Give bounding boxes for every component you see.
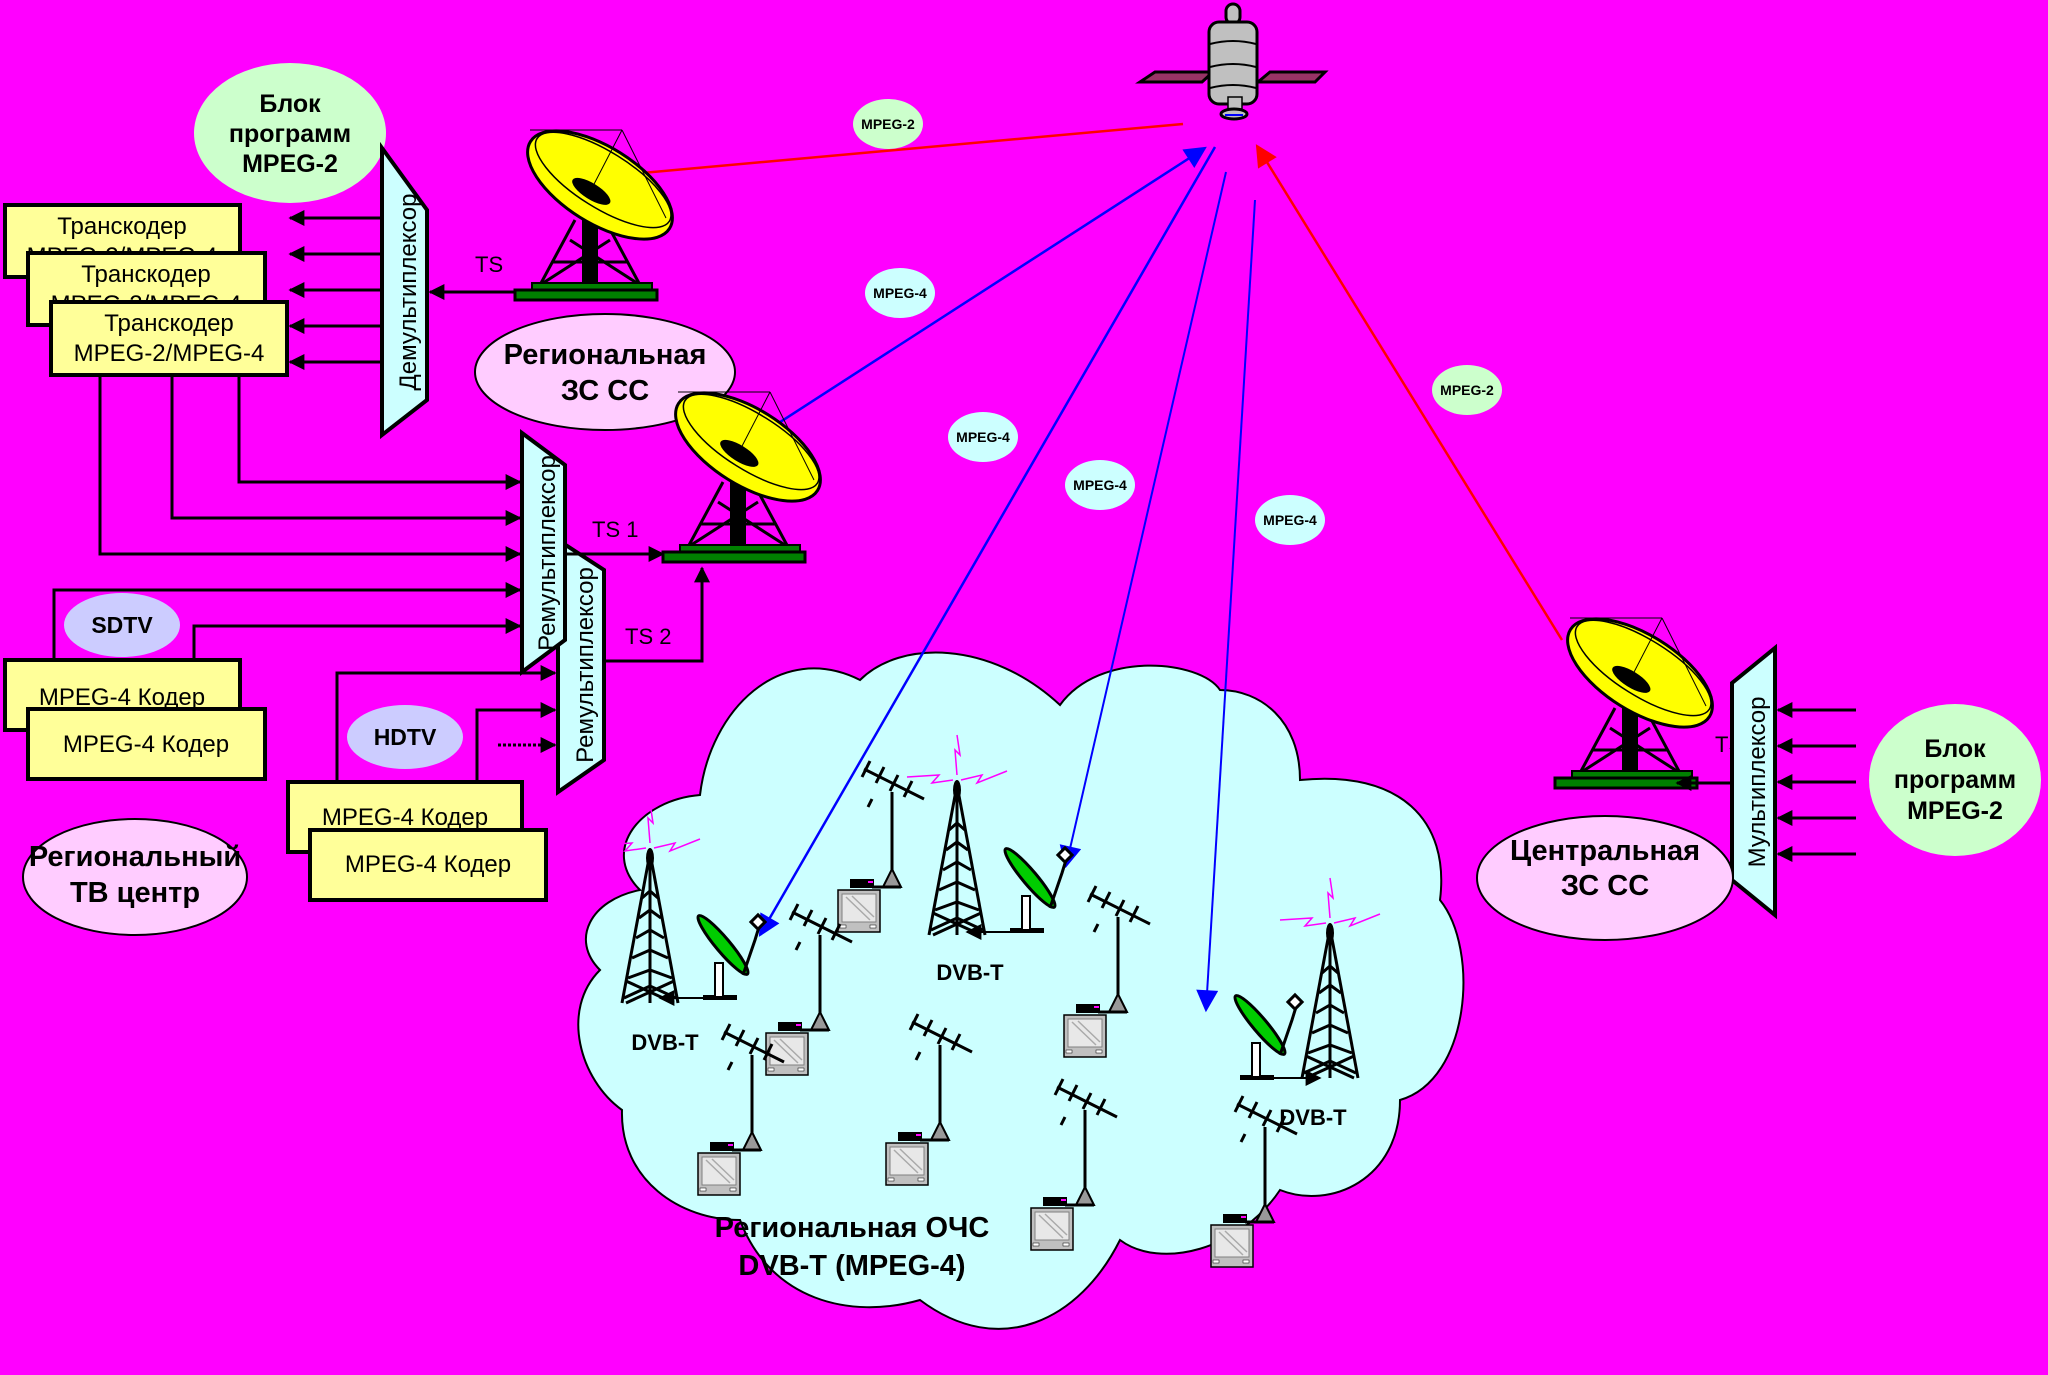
svg-text:SDTV: SDTV	[91, 612, 153, 638]
central-dish-icon	[1548, 595, 1732, 790]
svg-text:MPEG-4 Кодер: MPEG-4 Кодер	[322, 804, 488, 831]
link-label-mpeg2-top: MPEG-2	[853, 99, 923, 149]
link-central-to-sat	[1255, 144, 1564, 641]
link-label-mpeg4-3: MPEG-4	[1255, 495, 1325, 545]
svg-text:MPEG-4 Кодер: MPEG-4 Кодер	[39, 684, 205, 711]
svg-text:Блок: Блок	[259, 90, 321, 118]
svg-text:HDTV: HDTV	[374, 724, 437, 750]
dvbt-label-2: DVB-T	[936, 960, 1004, 985]
svg-text:ТВ центр: ТВ центр	[70, 877, 200, 909]
link-label-mpeg4-uplink: MPEG-4	[865, 268, 935, 318]
link-sat-to-dvbt-3	[1196, 199, 1256, 1013]
network-label-line1: Региональная ОЧС	[715, 1212, 990, 1244]
link-label-mpeg4-2: MPEG-4	[1065, 460, 1135, 510]
network-label-line2: DVB-T (MPEG-4)	[738, 1250, 965, 1282]
link-label-mpeg4-1: MPEG-4	[948, 412, 1018, 462]
svg-text:MPEG-2: MPEG-2	[1907, 797, 2003, 825]
svg-text:ЗС СС: ЗС СС	[561, 375, 649, 407]
link-regional-uplink	[759, 146, 1207, 437]
svg-text:ЗС СС: ЗС СС	[1561, 870, 1649, 902]
transcoder-3: Транскодер MPEG-2/MPEG-4	[49, 300, 289, 377]
ts2-line	[604, 566, 710, 663]
program-block-mpeg2-central: Блок программ MPEG-2	[1869, 704, 2041, 856]
hdtv-label: HDTV	[347, 705, 463, 769]
link-label-mpeg2-central: MPEG-2	[1432, 365, 1502, 415]
svg-text:Транскодер: Транскодер	[57, 213, 187, 240]
remultiplexer-1: Ремультиплексор	[520, 429, 567, 676]
svg-text:MPEG-2: MPEG-2	[242, 150, 338, 178]
ts2-label: TS 2	[625, 624, 671, 649]
svg-text:Региональный: Региональный	[29, 841, 241, 873]
svg-text:Региональная: Региональная	[504, 339, 707, 371]
svg-text:Ремультиплексор: Ремультиплексор	[534, 455, 561, 651]
regional-tv-center-label: Региональный ТВ центр	[22, 818, 248, 936]
svg-text:Центральная: Центральная	[1510, 835, 1700, 867]
central-earth-station-label: Центральная ЗС СС	[1476, 815, 1734, 941]
link-sat-to-regional	[617, 122, 1184, 185]
ts1-label: TS 1	[592, 517, 638, 542]
ts-label-regional: TS	[475, 252, 503, 277]
svg-text:Блок: Блок	[1924, 735, 1986, 763]
svg-text:MPEG-4: MPEG-4	[873, 285, 927, 301]
regional-receive-dish-icon	[508, 107, 692, 302]
link-sat-to-dvbt-1	[758, 146, 1217, 937]
svg-text:MPEG-4: MPEG-4	[956, 429, 1010, 445]
sdtv-label: SDTV	[64, 593, 180, 657]
svg-text:Мультиплексор: Мультиплексор	[1744, 697, 1771, 868]
hdtv-coder-2: MPEG-4 Кодер	[308, 828, 548, 902]
program-block-mpeg2-regional: Блок программ MPEG-2	[194, 63, 386, 203]
svg-text:Транскодер: Транскодер	[81, 261, 211, 288]
demultiplexer: Демультиплексор	[380, 141, 429, 440]
svg-text:MPEG-4 Кодер: MPEG-4 Кодер	[345, 851, 511, 878]
svg-text:MPEG-2/MPEG-4: MPEG-2/MPEG-4	[74, 340, 265, 367]
satellite-icon	[1135, 2, 1329, 121]
dvbt-label-1: DVB-T	[631, 1030, 699, 1055]
svg-text:Демультиплексор: Демультиплексор	[395, 194, 422, 391]
svg-text:программ: программ	[1894, 766, 2016, 794]
remultiplexer-2: Ремультиплексор	[556, 536, 606, 796]
svg-text:Транскодер: Транскодер	[104, 310, 234, 337]
svg-text:MPEG-4 Кодер: MPEG-4 Кодер	[63, 731, 229, 758]
demux-outputs	[288, 210, 382, 370]
regional-earth-station-label: Региональная ЗС СС	[474, 313, 736, 431]
dvbt-network-cloud	[577, 651, 1465, 1330]
multiplexer: Мультиплексор	[1730, 643, 1777, 920]
link-sat-to-dvbt-2	[1059, 171, 1227, 869]
dvbt-label-3: DVB-T	[1279, 1105, 1347, 1130]
regional-uplink-dish-icon	[656, 369, 840, 564]
sdtv-coder-2: MPEG-4 Кодер	[26, 707, 267, 781]
svg-text:Ремультиплексор: Ремультиплексор	[572, 567, 599, 763]
svg-text:MPEG-2: MPEG-2	[1440, 382, 1494, 398]
svg-text:программ: программ	[229, 120, 351, 148]
svg-text:MPEG-4: MPEG-4	[1263, 512, 1317, 528]
mux-inputs	[1776, 702, 1856, 862]
transcoder-to-remux-lines	[52, 375, 557, 782]
svg-text:MPEG-2: MPEG-2	[861, 116, 915, 132]
svg-text:MPEG-4: MPEG-4	[1073, 477, 1127, 493]
